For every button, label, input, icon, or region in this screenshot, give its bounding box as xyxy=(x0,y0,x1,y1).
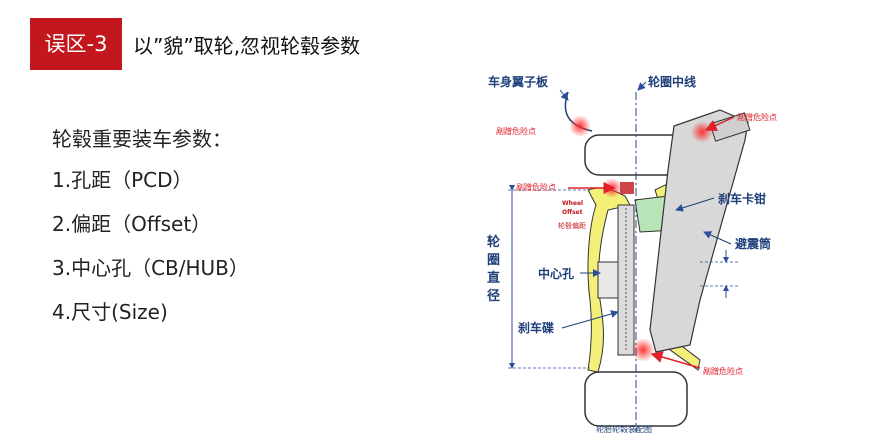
center-bore-label: 中心孔 xyxy=(538,266,574,281)
offset-cn-label: 轮毂偏距 xyxy=(558,221,586,230)
parameter-item-offset: 2.偏距（Offset） xyxy=(52,212,212,236)
rub-point-label-2: 剐蹭危险点 xyxy=(737,112,777,122)
rub-point-label-4: 剐蹭危险点 xyxy=(703,366,743,376)
parameter-item-center-bore: 3.中心孔（CB/HUB） xyxy=(52,256,249,280)
diameter-char-4: 径 xyxy=(487,288,500,304)
parameter-list: 轮毂重要装车参数： 1.孔距（PCD） 2.偏距（Offset） 3.中心孔（C… xyxy=(52,122,249,338)
parameter-heading: 轮毂重要装车参数： xyxy=(52,127,232,151)
rub-point-marker xyxy=(569,115,591,137)
rotor-label: 刹车碟 xyxy=(518,320,554,335)
wheel-rim-profile xyxy=(587,187,631,373)
slide-title: 以”貌”取轮,忽视轮毂参数 xyxy=(133,34,361,58)
wheel-assembly-diagram: 车身翼子板 轮圈中线 剐蹭危险点 剐蹭危险点 剐蹭危险点 剐蹭危险点 Wheel… xyxy=(487,74,777,434)
diameter-char-2: 圈 xyxy=(487,253,500,268)
caliper-label: 刹车卡钳 xyxy=(718,191,766,206)
centerline-label: 轮圈中线 xyxy=(648,74,696,89)
section-tag: 误区-3 xyxy=(30,18,122,70)
diameter-char-1: 轮 xyxy=(487,234,500,250)
rub-point-label-3: 剐蹭危险点 xyxy=(516,182,556,192)
parameter-item-size: 4.尺寸(Size) xyxy=(52,300,168,324)
parameter-item-pcd: 1.孔距（PCD） xyxy=(52,168,193,192)
diameter-char-3: 直 xyxy=(487,270,500,286)
offset-en-line-2: Offset xyxy=(562,209,583,216)
rub-point-label-1: 剐蹭危险点 xyxy=(496,126,536,136)
offset-en-line-1: Wheel xyxy=(562,200,583,207)
fender-label: 车身翼子板 xyxy=(488,74,549,89)
rub-point-marker xyxy=(691,121,713,143)
diagram-caption: 轮胎轮毂装配图 xyxy=(596,424,652,434)
hub xyxy=(597,261,619,299)
shock-label: 避震筒 xyxy=(735,236,771,251)
rub-point-marker xyxy=(631,338,655,362)
